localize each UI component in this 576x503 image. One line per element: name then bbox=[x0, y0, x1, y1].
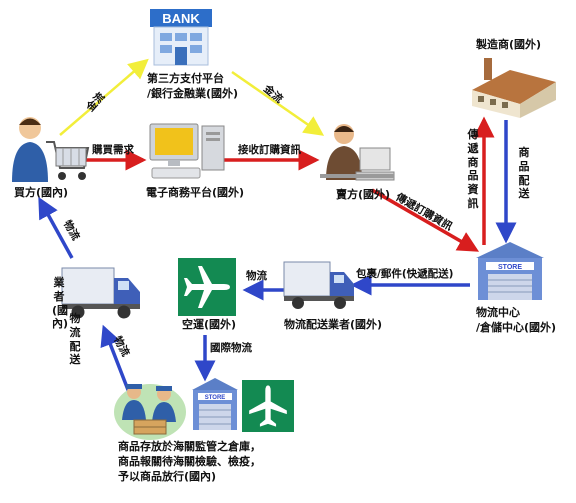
bank-caption-line2: /銀行金融業(國外) bbox=[147, 86, 239, 100]
domestic-airplane-icon bbox=[242, 380, 294, 432]
foreign-truck-icon bbox=[283, 261, 354, 309]
purchase-demand-label: 購買需求 bbox=[92, 144, 134, 156]
seller-at-desk-icon bbox=[320, 124, 395, 181]
foreign-carrier-caption: 物流配送業者(國外) bbox=[284, 318, 383, 331]
factory-icon bbox=[472, 58, 556, 118]
logistics-center-caption-line1: 物流中心 bbox=[476, 306, 520, 319]
computer-icon bbox=[149, 123, 225, 179]
info-arrow-seller-logistics bbox=[371, 188, 480, 252]
info-to-manufacturer-label: 傳遞商品資訊 bbox=[467, 128, 479, 210]
airplane-icon bbox=[178, 258, 236, 316]
customs-caption-line2: 商品報關待海關檢驗、檢疫， bbox=[118, 454, 261, 468]
buyer-with-cart-icon bbox=[12, 117, 90, 182]
money-arrow-buyer-bank bbox=[59, 58, 149, 136]
parcel-mail-label: 包裹/郵件(快遞配送) bbox=[356, 268, 454, 280]
bank-sign-text: BANK bbox=[162, 11, 200, 26]
customs-store-sign: STORE bbox=[205, 395, 226, 401]
domestic-carrier-caption-2: 物流配送 bbox=[69, 312, 81, 367]
logistics-warehouse-icon: STORE bbox=[476, 242, 544, 300]
bank-caption: 第三方支付平台 /銀行金融業(國外) bbox=[147, 72, 238, 102]
manufacturer-caption: 製造商(國外) bbox=[476, 38, 542, 51]
logistics-center-caption: 物流中心 /倉儲中心(國外) bbox=[476, 306, 556, 336]
customs-inspectors-icon bbox=[114, 384, 186, 440]
logistics-arrow-domestic-buyer bbox=[38, 196, 74, 259]
bank-caption-line1: 第三方支付平台 bbox=[147, 72, 224, 85]
logistics-store-sign: STORE bbox=[498, 264, 522, 271]
logistics-arrow-customs-domestic bbox=[100, 324, 132, 396]
logistics-center-caption-line2: /倉儲中心(國外) bbox=[476, 320, 557, 334]
goods-delivery-label: 商品配送 bbox=[518, 146, 530, 201]
buyer-caption: 買方(國內) bbox=[14, 186, 69, 199]
ecommerce-caption: 電子商務平台(國外) bbox=[146, 186, 245, 199]
air-foreign-caption: 空運(國外) bbox=[182, 318, 237, 331]
customs-warehouse-icon: STORE bbox=[192, 378, 238, 430]
seller-caption: 賣方(國外) bbox=[336, 188, 391, 201]
bank-building-icon: BANK bbox=[150, 9, 212, 66]
domestic-truck-icon bbox=[61, 267, 140, 319]
money-arrow-bank-seller bbox=[231, 70, 325, 136]
domestic-carrier-caption: 業者(國內) bbox=[52, 276, 69, 331]
international-logistics-label: 國際物流 bbox=[210, 342, 252, 354]
logistics-label-to-air: 物流 bbox=[246, 270, 267, 282]
receive-order-label: 接收訂購資訊 bbox=[238, 144, 301, 156]
customs-caption-line3: 予以商品放行(國內) bbox=[118, 469, 217, 483]
customs-caption-line1: 商品存放於海關監管之倉庫， bbox=[118, 440, 261, 453]
customs-caption: 商品存放於海關監管之倉庫， 商品報關待海關檢驗、檢疫， 予以商品放行(國內) bbox=[118, 440, 261, 485]
